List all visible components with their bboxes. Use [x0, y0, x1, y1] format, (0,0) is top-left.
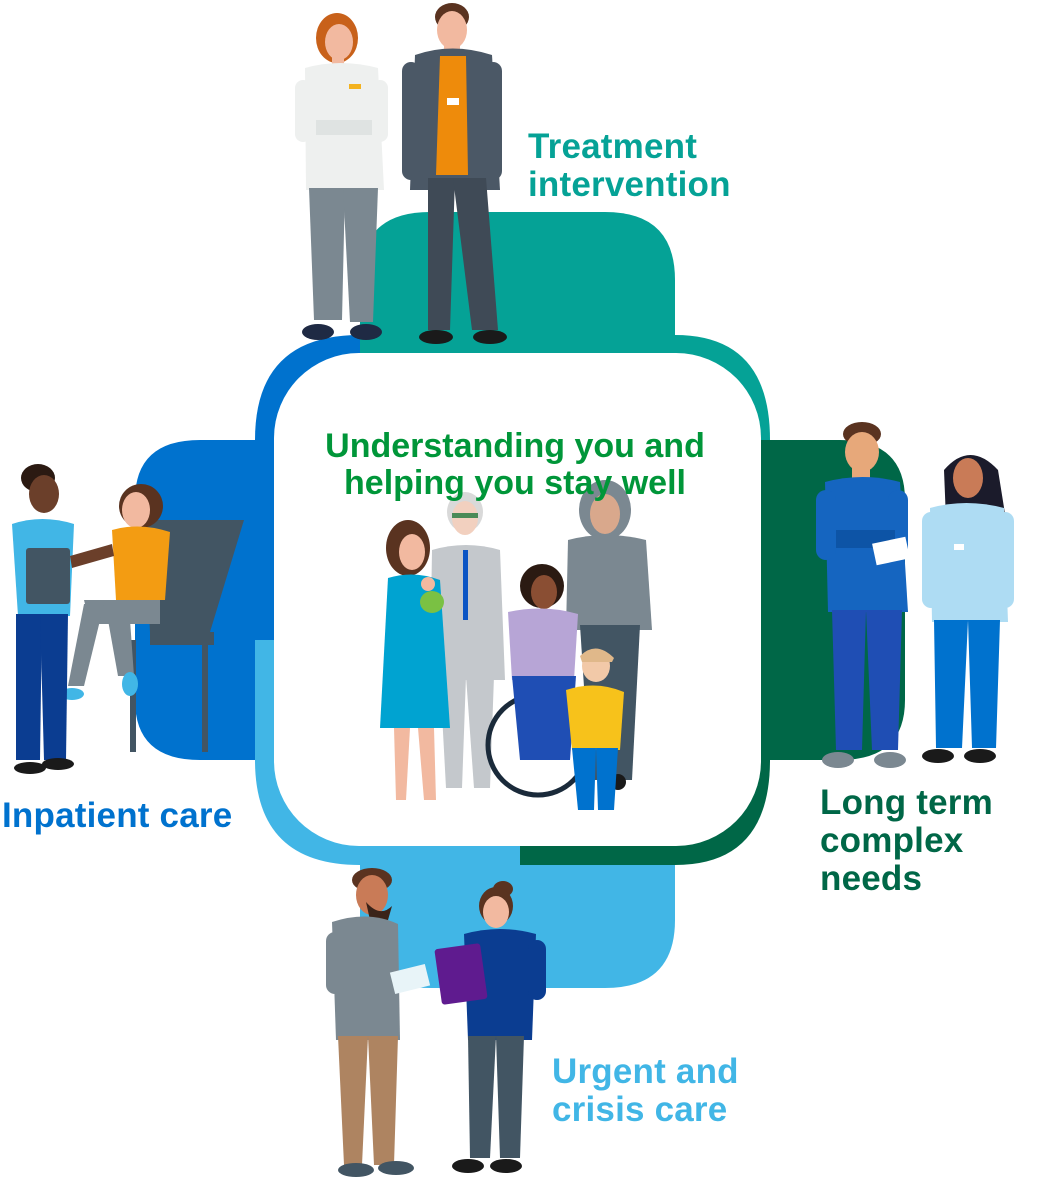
center-title: Understanding you and helping you stay w…	[300, 426, 730, 503]
label-urgent-line2: crisis care	[552, 1089, 728, 1129]
family-group-figure	[380, 480, 652, 810]
label-inpatient-care: Inpatient care	[2, 797, 232, 835]
treatment-petal	[360, 212, 675, 350]
woman-clipboard-figure	[434, 881, 546, 1173]
man-tablet-figure	[326, 868, 431, 1177]
staff-man-lanyard-figure	[402, 3, 507, 344]
label-inpatient-line1: Inpatient care	[2, 796, 233, 835]
label-long-term-complex-needs: Long term complex needs	[820, 784, 1061, 897]
label-treatment-line1: Treatment	[528, 127, 698, 166]
label-urgent-line1: Urgent and	[552, 1052, 739, 1091]
nurse-man-tablet-figure	[816, 422, 910, 768]
label-urgent-and-crisis-care: Urgent and crisis care	[552, 1053, 739, 1129]
patient-seated-figure	[60, 484, 244, 752]
center-title-line1: Understanding you and	[325, 426, 705, 465]
label-longterm-line2: complex needs	[820, 820, 964, 898]
label-treatment-intervention: Treatment intervention	[528, 128, 731, 204]
center-title-line2: helping you stay well	[344, 464, 686, 503]
label-longterm-line1: Long term	[820, 783, 993, 822]
staff-woman-lanyard-figure	[922, 455, 1014, 763]
nurse-clipboard-figure	[12, 464, 114, 774]
clinician-woman-figure	[295, 13, 388, 340]
label-treatment-line2: intervention	[528, 164, 731, 204]
